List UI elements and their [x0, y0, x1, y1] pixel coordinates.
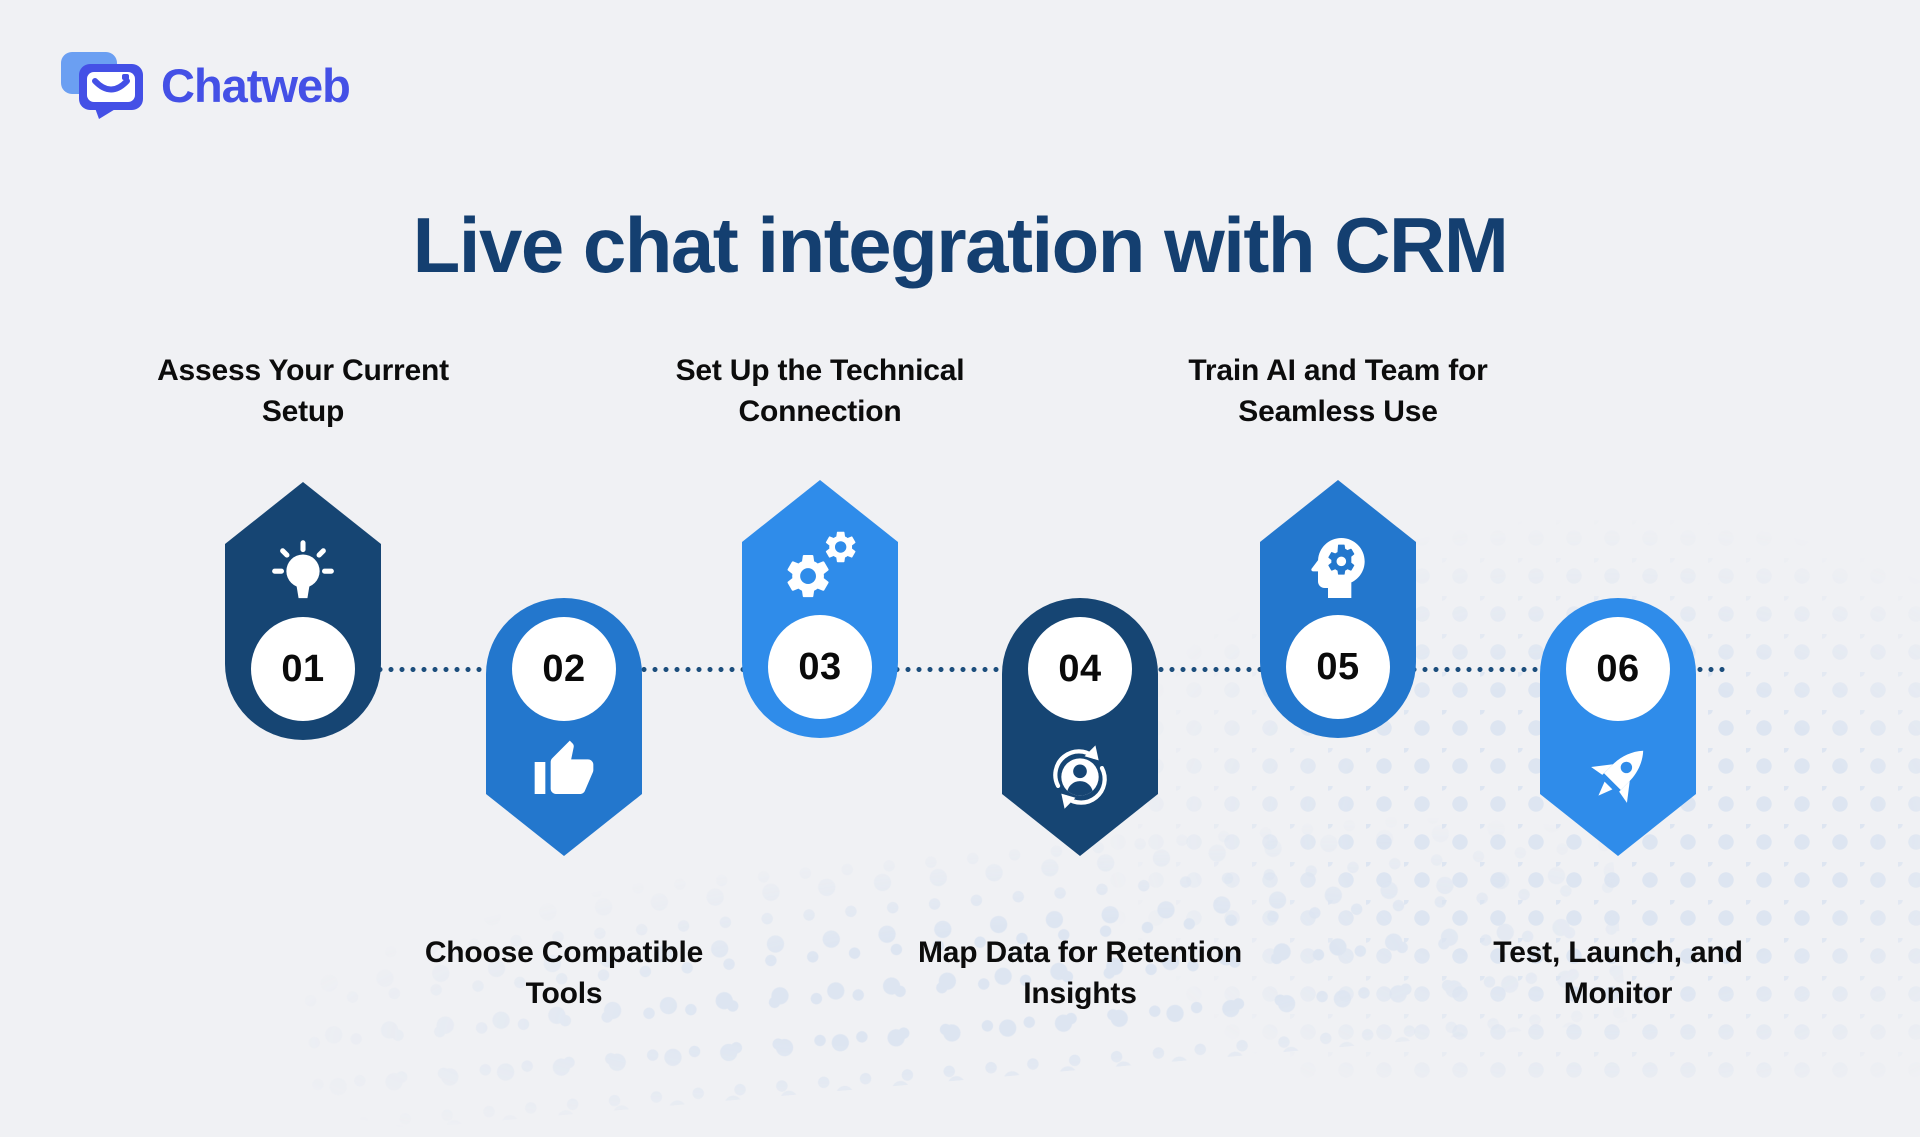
step-pin-05: 05 [1260, 480, 1416, 738]
step-label-06: Test, Launch, and Monitor [1493, 936, 1743, 1011]
step-number: 05 [1316, 646, 1360, 688]
step-label-01: Assess Your Current Setup [157, 354, 449, 429]
lightbulb-icon [225, 530, 381, 606]
pin-shape-up [742, 480, 898, 738]
step-label-02: Choose Compatible Tools [424, 936, 704, 1011]
pin-shape-down [1002, 598, 1158, 856]
step-label-03: Set Up the Technical Connection [675, 354, 965, 429]
pin-shape-up [1260, 480, 1416, 738]
ai-head-icon [1260, 528, 1416, 608]
chat-bubble-logo-icon [61, 52, 143, 119]
step-label-05: Train AI and Team for Seamless Use [1188, 354, 1488, 429]
user-sync-icon [1002, 738, 1158, 816]
pin-shape-down [1540, 598, 1696, 856]
step-number: 02 [542, 648, 586, 690]
pin-shape-down [486, 598, 642, 856]
step-pin-04: 04 [1002, 598, 1158, 856]
timeline-dotted-line [232, 666, 1727, 673]
thumbs-up-icon [486, 738, 642, 802]
pin-shape-up [225, 482, 381, 740]
step-number: 06 [1596, 648, 1640, 690]
gears-icon [742, 528, 898, 608]
step-pin-03: 03 [742, 480, 898, 738]
step-number: 04 [1058, 648, 1102, 690]
step-pin-01: 01 [225, 482, 381, 740]
infographic-canvas: Chatweb Live chat integration with CRM A… [60, 50, 1920, 1137]
step-number: 03 [798, 646, 842, 688]
step-number: 01 [281, 648, 325, 690]
rocket-icon [1540, 738, 1696, 814]
step-pin-02: 02 [486, 598, 642, 856]
step-pin-06: 06 [1540, 598, 1696, 856]
page-title: Live chat integration with CRM [412, 201, 1509, 289]
brand-logo: Chatweb [60, 50, 351, 120]
brand-name: Chatweb [161, 58, 351, 112]
step-label-04: Map Data for Retention Insights [918, 936, 1242, 1011]
